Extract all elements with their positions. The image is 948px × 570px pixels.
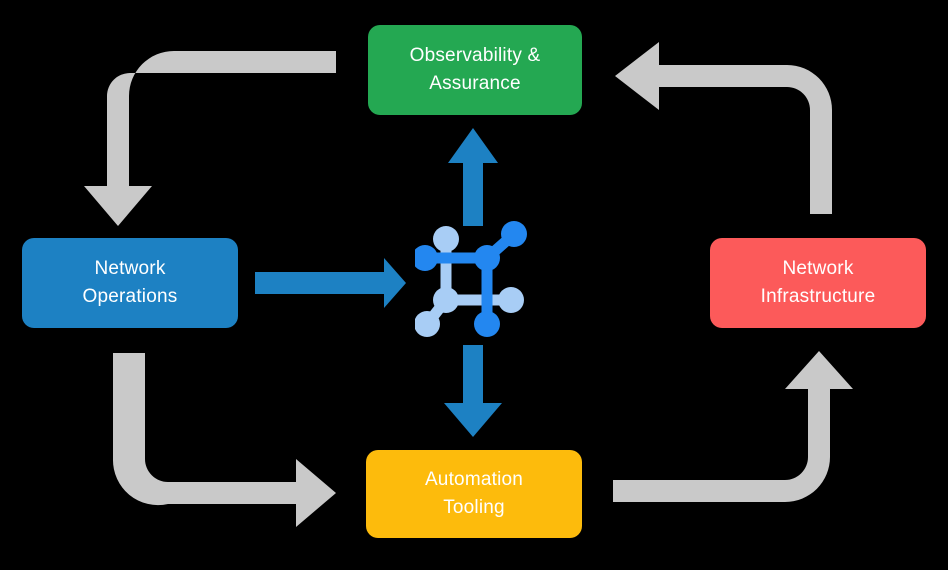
connector-automation-to-infrastructure — [613, 351, 853, 502]
node-label-network-infrastructure: Network Infrastructure — [760, 258, 876, 307]
connector-infrastructure-to-observability — [615, 42, 832, 214]
connector-observability-to-operations — [84, 51, 336, 226]
connector-center-to-observability — [448, 128, 498, 226]
connector-center-to-automation — [444, 345, 502, 437]
node-automation-tooling[interactable]: Automation Tooling — [366, 450, 582, 538]
topology-primary-nodes — [415, 221, 527, 337]
connector-operations-to-center — [255, 258, 406, 308]
node-network-operations[interactable]: Network Operations — [22, 238, 238, 328]
network-topology-icon — [415, 221, 527, 337]
node-network-infrastructure[interactable]: Network Infrastructure — [710, 238, 926, 328]
node-observability-and-assurance[interactable]: Observability & Assurance — [368, 25, 582, 115]
node-label-network-operations: Network Operations — [82, 258, 178, 307]
node-label-automation-tooling: Automation Tooling — [424, 469, 524, 518]
node-label-observability: Observability & Assurance — [409, 45, 541, 94]
topology-secondary-nodes — [415, 226, 524, 337]
connector-operations-to-automation — [112, 353, 336, 527]
